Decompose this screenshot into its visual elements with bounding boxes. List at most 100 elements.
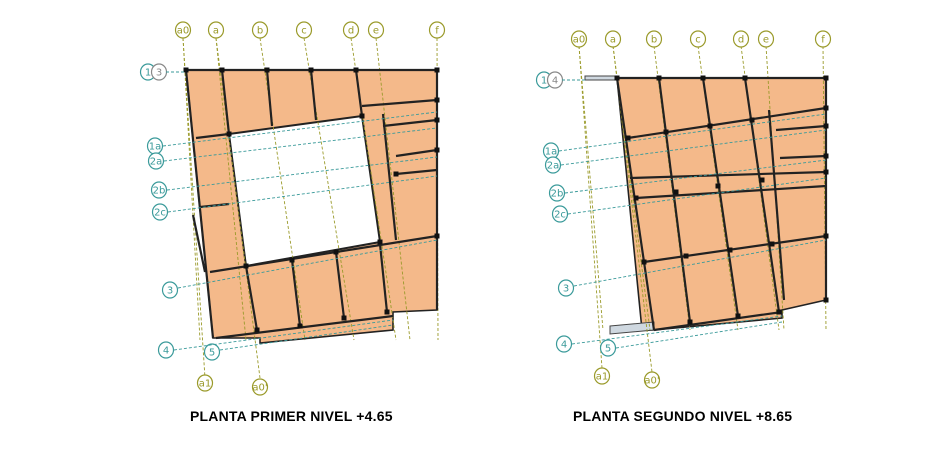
column-0 (614, 75, 620, 81)
central-opening (227, 114, 382, 268)
column-14 (434, 147, 440, 153)
beam-row-2c (395, 168, 438, 176)
row-line-3 (177, 239, 438, 289)
axis-bubble-bottom-a0prime-label: a0' (644, 376, 659, 387)
axis-bubble-bottom-a0prime: a0' (251, 378, 269, 396)
beam-d (743, 77, 781, 313)
axis-bubble-d-circle (732, 30, 750, 48)
letter-axis-line-0 (578, 45, 604, 331)
axis-bubble-a0-circle (174, 21, 192, 39)
column-10 (823, 123, 829, 129)
beam-row-2c (635, 184, 827, 200)
beam-row-1a-left (195, 132, 230, 140)
row-line-2b (564, 159, 827, 194)
axis-bubble-row-3-top-label: 3 (156, 68, 162, 79)
beam-c-top (309, 69, 318, 121)
axis-bubble-bottom-a0prime-label: a0' (252, 383, 267, 394)
axis-bubble-b-label: b (651, 35, 657, 46)
axis-bubble-f: f (428, 21, 446, 39)
axis-bubble-row-2a-1-circle (147, 152, 165, 170)
axis-bubble-row-2b-2-label: 2b (551, 189, 564, 200)
column-17 (641, 259, 647, 265)
axis-bubble-bottom-a1-label: a1 (596, 372, 609, 383)
bottom-strip (609, 321, 655, 335)
column-1 (656, 75, 662, 81)
axis-bubble-a-label: a (610, 35, 616, 46)
column-6 (226, 131, 232, 137)
axis-bubble-bottom-a1-label: a1 (199, 379, 212, 390)
axis-bubble-row-4-5-circle (555, 335, 573, 353)
column-0 (183, 67, 189, 73)
axis-line-a1 (578, 45, 603, 369)
axis-bubble-row-5-6: 5 (599, 339, 617, 357)
column-7 (707, 123, 713, 129)
axis-bubble-bottom-a1: a1 (196, 374, 214, 392)
beam-row-5 (215, 314, 394, 340)
beam-row-1a (627, 106, 827, 140)
column-11 (333, 249, 339, 255)
beam-row-1a-right (361, 98, 438, 108)
axis-bubble-row-2c-3-label: 2c (554, 210, 566, 221)
axis-bubble-d-label: d (738, 35, 744, 46)
beam-e (381, 113, 398, 241)
column-10 (289, 257, 295, 263)
column-19 (384, 309, 390, 315)
beam-row-2a (775, 124, 827, 132)
axis-bubble-row-3-4-label: 3 (563, 284, 569, 295)
axis-bubble-row-4-5: 4 (555, 335, 573, 353)
axis-bubble-row-2a-1: 2a (147, 152, 165, 170)
beam-d-top (354, 69, 364, 117)
axis-bubble-a: a (207, 21, 225, 39)
axis-bubble-row-2b-2: 2b (150, 181, 168, 199)
column-5 (625, 135, 631, 141)
column-8 (377, 239, 383, 245)
axis-bubble-a: a (604, 30, 622, 48)
axis-bubble-a0-label: a0 (573, 35, 586, 46)
column-4 (823, 75, 829, 81)
beam-row-2b (395, 148, 438, 158)
axis-bubble-row-3-top: 3 (150, 63, 168, 81)
row-line-2b (166, 156, 438, 191)
axis-bubble-c: c (689, 30, 707, 48)
axis-bubble-row-2a-1-label: 2a (150, 157, 163, 168)
row-line-5 (219, 324, 394, 351)
column-11 (823, 153, 829, 159)
row-line-4 (571, 315, 783, 345)
column-1 (219, 67, 225, 73)
axis-bubble-a-circle (207, 21, 225, 39)
column-15 (434, 233, 440, 239)
axis-bubble-row-2c-3-circle (551, 205, 569, 223)
letter-axis-line-1 (215, 37, 247, 341)
beam-b (657, 77, 692, 323)
column-16 (823, 169, 829, 175)
caption-first-level: PLANTA PRIMER NIVEL +4.65 (190, 408, 393, 424)
row-line-3 (573, 239, 827, 287)
axis-bubble-b: b (251, 21, 269, 39)
row-line-2c (167, 175, 438, 213)
beam-a-top (220, 69, 231, 135)
axis-bubble-e: e (757, 30, 775, 48)
row-line-4 (173, 319, 394, 351)
letter-axis-line-2 (259, 37, 306, 341)
axis-bubble-row-3-4-circle (161, 281, 179, 299)
top-strip (584, 75, 618, 81)
column-6 (663, 129, 669, 135)
axis-bubble-row-3-4-circle (557, 279, 575, 297)
axis-bubble-row-2c-3: 2c (151, 203, 169, 221)
axis-bubble-f-label: f (435, 26, 439, 37)
column-12 (434, 97, 440, 103)
axis-bubble-row-1a-0-label: 1a (149, 142, 162, 153)
axis-bubble-row-2c-3: 2c (551, 205, 569, 223)
axis-bubble-e-label: e (373, 26, 379, 37)
axis-bubble-row-2c-3-label: 2c (154, 208, 166, 219)
column-9 (243, 263, 249, 269)
beam-west (184, 69, 215, 339)
axis-bubble-f-circle (814, 30, 832, 48)
axis-bubble-row-2b-2-circle (150, 181, 168, 199)
axis-bubble-row-4-5-label: 4 (561, 340, 567, 351)
beam-row-3 (643, 234, 827, 264)
axis-line-a1 (182, 37, 206, 379)
axis-bubble-c: c (295, 21, 313, 39)
